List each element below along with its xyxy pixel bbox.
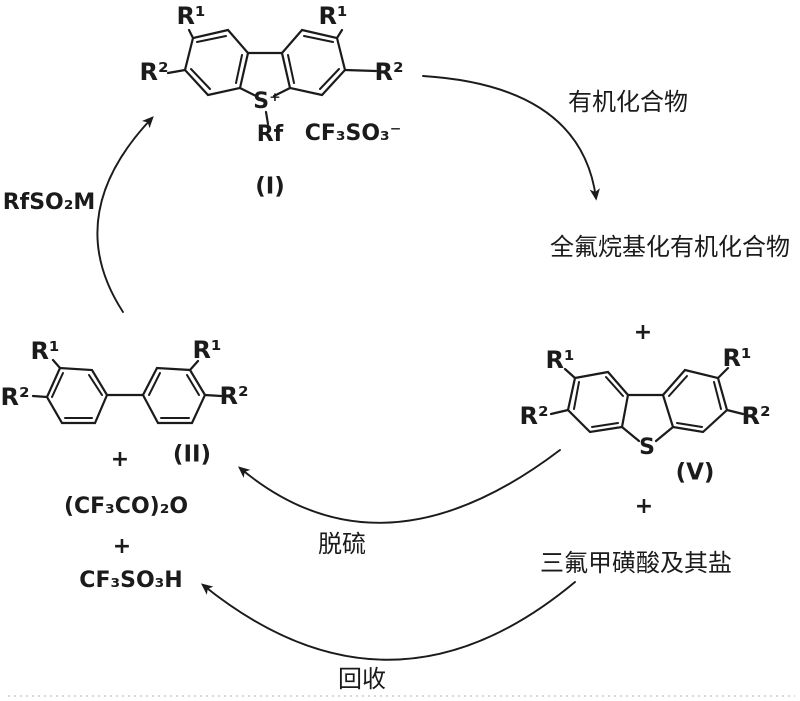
structure-v-double-bonds	[573, 375, 722, 428]
structure-v-plus-above: +	[633, 320, 653, 345]
desulfurization-annotation: 脱硫	[318, 530, 366, 558]
trifluoroacetic-anhydride-label: (CF₃CO)₂O	[63, 494, 189, 519]
structure-i-r1-left-label: R¹	[176, 2, 206, 30]
left-reagents-plus-sign: +	[112, 534, 132, 559]
arrow-organic-compound-reaction	[422, 75, 600, 201]
structure-v-r1-left-label: R¹	[545, 346, 575, 374]
structure-i-r2-left-label: R²	[139, 58, 169, 86]
rfso2m-reagent-label: RfSO₂M	[2, 190, 96, 215]
structure-v-tag: (V)	[675, 459, 715, 486]
structure-ii-plus-sign: +	[110, 447, 130, 472]
structure-v-central-ring-bonds	[620, 393, 675, 443]
triflic-acid-and-salts-annotation: 三氟甲磺酸及其盐	[540, 549, 732, 577]
structure-i-sulfonium-label: S⁺	[253, 89, 281, 114]
structure-v-rings	[566, 368, 729, 434]
structure-ii-r2-left-label: R²	[0, 383, 30, 411]
structure-i-double-bonds	[190, 35, 340, 90]
structure-i-r1-right-label: R¹	[318, 2, 348, 30]
structure-i-triflate-counterion-label: CF₃SO₃⁻	[304, 121, 402, 146]
structure-v-r2-left-label: R²	[519, 402, 549, 430]
structure-v-sulfur-label: S	[639, 435, 655, 460]
structure-ii-substituent-bonds	[31, 358, 223, 399]
structure-v-substituent-bonds	[549, 366, 745, 416]
arrow-recycle	[200, 581, 576, 661]
structure-ii-r1-left-label: R¹	[30, 337, 60, 365]
structure-i-tag: (I)	[255, 173, 285, 200]
perfluoroalkylated-product-annotation: 全氟烷基化有机化合物	[550, 233, 790, 261]
structure-i-rf-label: Rf	[256, 122, 284, 147]
recycle-annotation: 回收	[338, 665, 386, 693]
structure-v-r1-right-label: R¹	[722, 344, 752, 372]
organic-compound-annotation: 有机化合物	[568, 88, 688, 116]
structure-ii-tag: (II)	[172, 441, 212, 468]
structure-v-plus-below: +	[634, 494, 654, 519]
arrow-rfso2m-to-structure-i	[96, 116, 154, 313]
structure-ii-r2-right-label: R²	[219, 382, 249, 410]
structure-v-r2-right-label: R²	[741, 402, 771, 430]
arrow-desulfurization	[238, 449, 561, 524]
structure-i-substituent-bonds	[166, 28, 378, 75]
structure-ii-r1-right-label: R¹	[192, 336, 222, 364]
structure-i-r2-right-label: R²	[374, 58, 404, 86]
structure-i-central-ring-bonds	[238, 51, 292, 126]
triflic-acid-label: CF₃SO₃H	[79, 568, 183, 593]
structure-ii-double-bonds	[51, 372, 200, 419]
